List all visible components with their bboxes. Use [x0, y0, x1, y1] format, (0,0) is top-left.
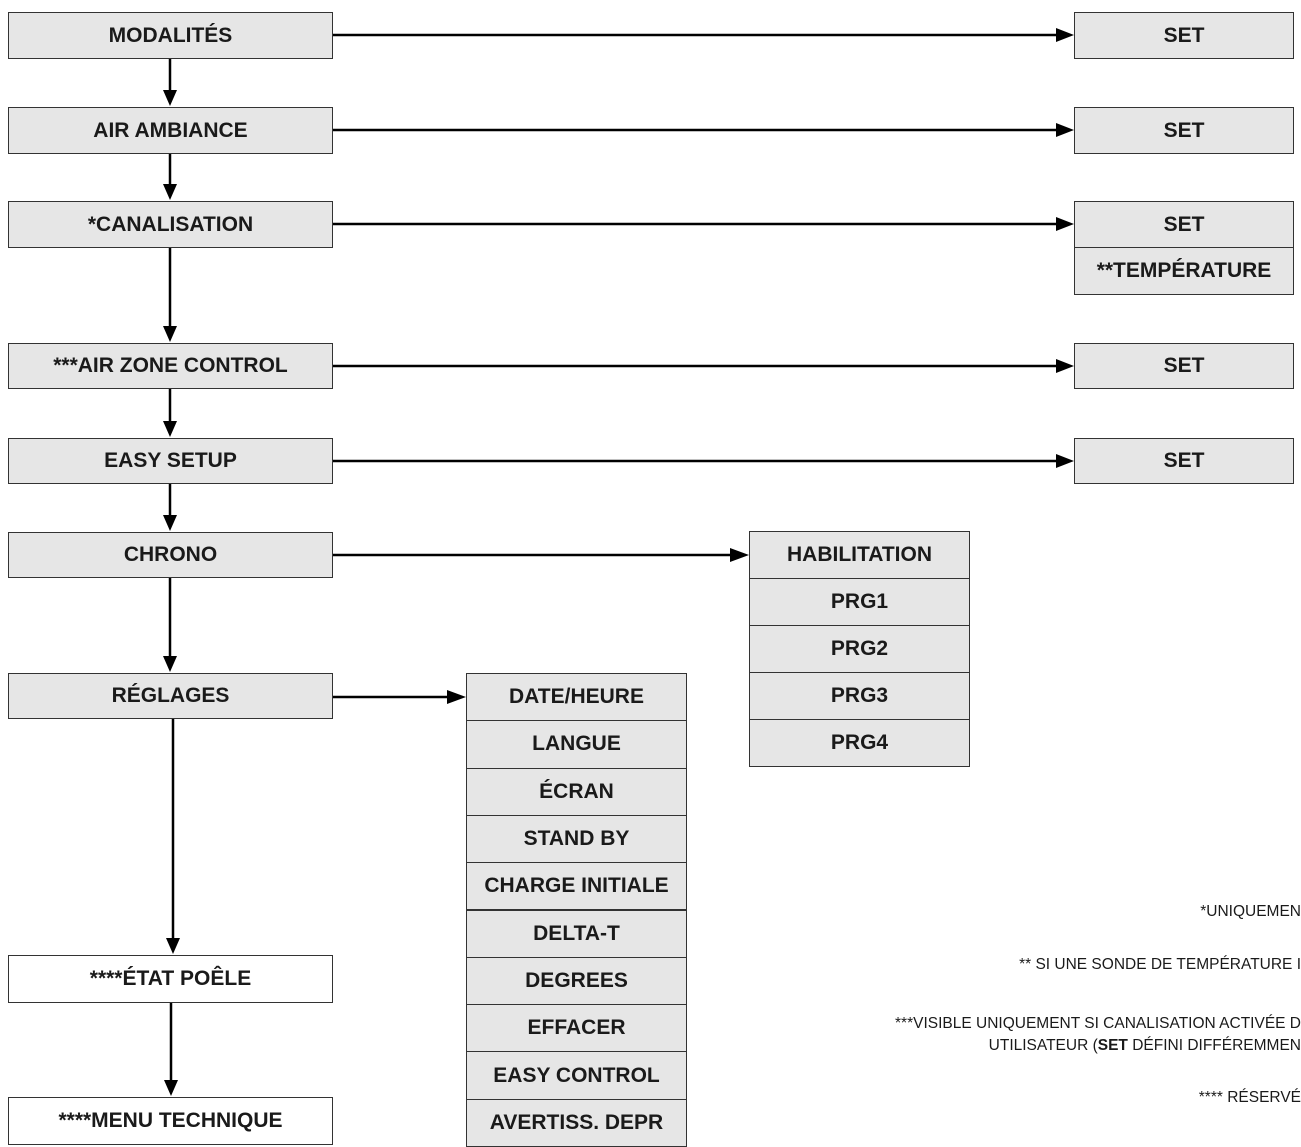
set-canalisation[interactable]: SET [1074, 201, 1294, 248]
footnote-3-bold: SET [1097, 1037, 1128, 1054]
set-modalites[interactable]: SET [1074, 12, 1294, 59]
reglages-submenu-item[interactable]: DATE/HEURE [466, 673, 687, 722]
set-easy-setup[interactable]: SET [1074, 438, 1294, 484]
chrono-submenu-item[interactable]: PRG1 [749, 578, 970, 626]
reglages-submenu-item[interactable]: EASY CONTROL [466, 1051, 687, 1100]
reglages-submenu-item[interactable]: EFFACER [466, 1004, 687, 1053]
reglages-submenu-item[interactable]: LANGUE [466, 720, 687, 769]
footnote-4: **** RÉSERVÉ [1198, 1089, 1301, 1106]
footnote-3-line2: UTILISATEUR (SET DÉFINI DIFFÉREMMEN [895, 1035, 1301, 1057]
temperature-item[interactable]: **TEMPÉRATURE [1074, 247, 1294, 295]
chrono-submenu-item[interactable]: PRG3 [749, 672, 970, 720]
menu-technique[interactable]: ****MENU TECHNIQUE [8, 1097, 333, 1145]
chrono-submenu-item[interactable]: PRG4 [749, 719, 970, 767]
footnote-1: *UNIQUEMEN [1200, 903, 1301, 920]
menu-air-ambiance[interactable]: AIR AMBIANCE [8, 107, 333, 154]
footnote-3: ***VISIBLE UNIQUEMENT SI CANALISATION AC… [895, 1013, 1301, 1057]
menu-reglages[interactable]: RÉGLAGES [8, 673, 333, 719]
reglages-submenu-item[interactable]: DEGREES [466, 956, 687, 1006]
reglages-submenu-item[interactable]: DELTA-T [466, 909, 687, 958]
footnote-2: ** SI UNE SONDE DE TEMPÉRATURE I [1019, 956, 1301, 973]
menu-etat-poele[interactable]: ****ÉTAT POÊLE [8, 955, 333, 1003]
menu-air-zone-control[interactable]: ***AIR ZONE CONTROL [8, 343, 333, 389]
reglages-submenu-item[interactable]: ÉCRAN [466, 767, 687, 816]
chrono-submenu-item[interactable]: PRG2 [749, 625, 970, 673]
footnote-3-pre: UTILISATEUR ( [988, 1037, 1098, 1054]
menu-modalites[interactable]: MODALITÉS [8, 12, 333, 59]
chrono-submenu-item[interactable]: HABILITATION [749, 531, 970, 579]
footnote-3-line1: ***VISIBLE UNIQUEMENT SI CANALISATION AC… [895, 1015, 1301, 1032]
reglages-submenu-item[interactable]: CHARGE INITIALE [466, 862, 687, 911]
reglages-submenu-item[interactable]: AVERTISS. DEPR [466, 1098, 687, 1147]
reglages-submenu-item[interactable]: STAND BY [466, 814, 687, 864]
set-air-ambiance[interactable]: SET [1074, 107, 1294, 154]
menu-canalisation[interactable]: *CANALISATION [8, 201, 333, 248]
set-air-zone-control[interactable]: SET [1074, 343, 1294, 389]
menu-easy-setup[interactable]: EASY SETUP [8, 438, 333, 484]
menu-chrono[interactable]: CHRONO [8, 532, 333, 578]
footnote-3-post: DÉFINI DIFFÉREMMEN [1127, 1037, 1301, 1054]
